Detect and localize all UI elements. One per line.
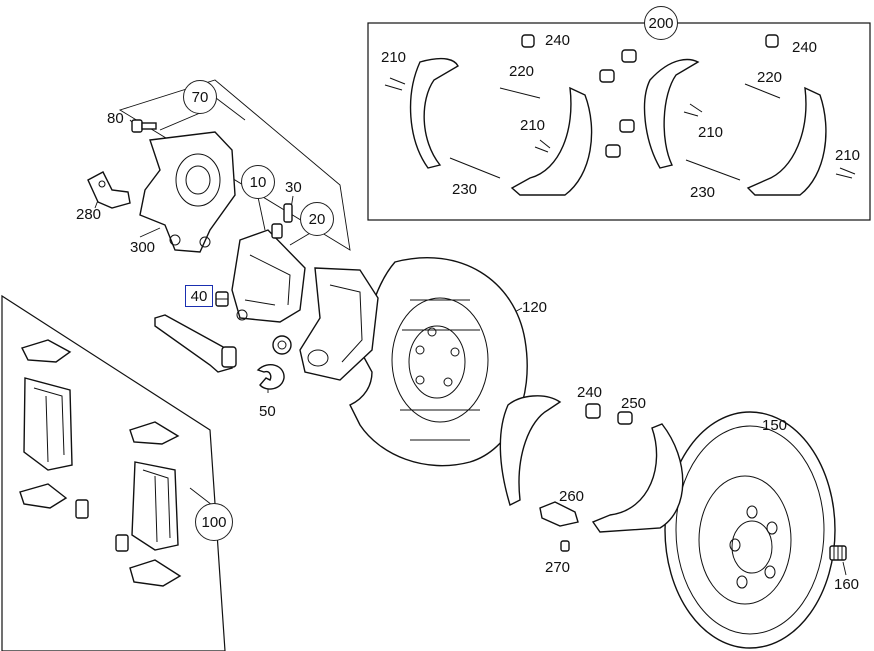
callout-220-a[interactable]: 220: [509, 63, 535, 80]
callout-240-a[interactable]: 240: [545, 32, 571, 49]
knuckle-bolt[interactable]: [131, 119, 157, 133]
parking-brake-shoes[interactable]: [384, 57, 856, 196]
callout-210-b[interactable]: 210: [520, 117, 546, 134]
callout-40-selected[interactable]: 40: [185, 285, 213, 307]
callout-210-a[interactable]: 210: [381, 49, 407, 66]
callout-20[interactable]: 20: [300, 202, 334, 236]
bleeder-screw[interactable]: [271, 203, 293, 239]
callout-70[interactable]: 70: [183, 80, 217, 114]
callout-100[interactable]: 100: [195, 503, 233, 541]
caliper-carrier[interactable]: [231, 229, 306, 323]
callout-300[interactable]: 300: [130, 239, 156, 256]
brake-pad-kit-frame: [1, 294, 226, 651]
callout-10[interactable]: 10: [241, 165, 275, 199]
callout-240-lower[interactable]: 240: [577, 384, 603, 401]
callout-280[interactable]: 280: [76, 206, 102, 223]
callout-30[interactable]: 30: [285, 179, 302, 196]
callout-230-a[interactable]: 230: [452, 181, 478, 198]
brake-pad-set[interactable]: [19, 339, 182, 587]
callout-230-b[interactable]: 230: [690, 184, 716, 201]
callout-200[interactable]: 200: [644, 6, 678, 40]
parking-hardware[interactable]: [521, 34, 779, 552]
brake-disc[interactable]: [664, 411, 836, 649]
callout-210-d[interactable]: 210: [835, 147, 861, 164]
callout-120[interactable]: 120: [522, 299, 548, 316]
callout-260[interactable]: 260: [559, 488, 585, 505]
callout-160[interactable]: 160: [834, 576, 860, 593]
callout-240-b[interactable]: 240: [792, 39, 818, 56]
backing-plate[interactable]: [349, 257, 528, 467]
caliper-housing[interactable]: [299, 267, 379, 381]
callout-50[interactable]: 50: [259, 403, 276, 420]
callout-220-b[interactable]: 220: [757, 69, 783, 86]
parking-brake-shoe[interactable]: [499, 395, 684, 533]
parking-brake-kit-frame: [367, 22, 871, 221]
callout-210-c[interactable]: 210: [698, 124, 724, 141]
repair-kit[interactable]: [154, 314, 292, 390]
callout-250[interactable]: 250: [621, 395, 647, 412]
wheel-bolt[interactable]: [829, 545, 847, 561]
sensor-bracket[interactable]: [87, 171, 131, 209]
steering-knuckle[interactable]: [139, 131, 236, 253]
callout-270[interactable]: 270: [545, 559, 571, 576]
mounting-bolt[interactable]: [215, 291, 229, 307]
callout-80[interactable]: 80: [107, 110, 124, 127]
callout-150[interactable]: 150: [762, 417, 788, 434]
